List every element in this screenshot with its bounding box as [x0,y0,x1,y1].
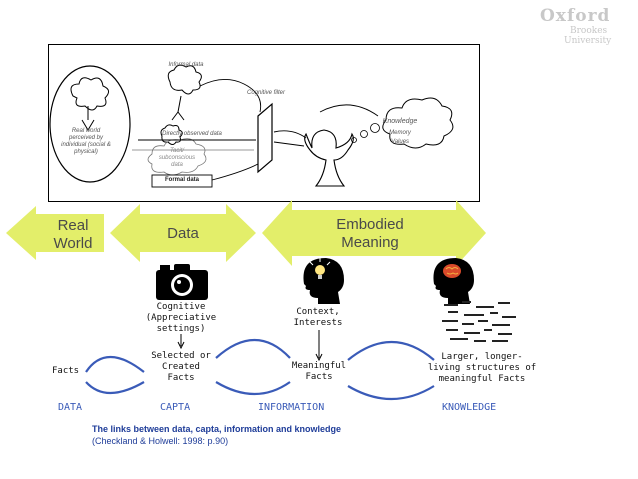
knowledge-label: Knowledge [382,118,418,125]
facts-to-selected-loop [85,356,145,394]
camera-icon [156,264,208,300]
filter-panel [257,102,273,174]
data-band-label: Data [167,225,199,242]
stage-information: INFORMATION [258,402,325,413]
real-world-label: Real world perceived by individual (soci… [61,128,111,155]
values-label: Values [390,139,410,145]
larger-node: Larger, longer- living structures of mea… [427,352,537,384]
informal-data-label: Informal data [168,62,204,68]
memory-label: Memory [389,130,411,136]
to-person-arrow-2 [273,141,305,147]
stage-data: DATA [58,402,83,413]
thought-bubble-3 [370,123,380,133]
to-person-arrow [273,130,307,139]
selected-to-meaningful-loop [215,338,291,396]
sketch-drawing [49,64,454,188]
head-lightbulb-icon [303,258,344,304]
meaningful-node: Meaningful Facts [291,361,347,382]
caption-source: (Checkland & Holwell: 1998: p.90) [92,436,229,446]
logo-line-2: Brookes [570,26,608,36]
real-world-oval [49,65,131,183]
cognitive-node: Cognitive (Appreciative settings) [145,302,217,334]
formal-data-box [151,174,213,188]
logo-line-3: University [564,36,612,46]
person-figure [304,129,354,187]
selected-node: Selected or Created Facts [151,351,211,383]
embodied-arrow-shape [262,200,486,266]
flow-connectors [85,330,435,401]
context-down-arrow [315,330,323,362]
context-node: Context, Interests [293,307,343,328]
stage-knowledge: KNOWLEDGE [442,402,497,413]
cognitive-down-arrow [177,334,185,350]
facts-node: Facts [52,366,80,376]
directly-observed-label: Directly observed data [162,131,222,137]
word-cloud-icon [442,301,516,342]
embodied-band-label: Embodied Meaning [336,216,404,251]
university-logo: Oxford Brookes University [540,6,636,46]
observed-data-figure [160,124,183,145]
tacit-label: Tacit/ subconscious data [158,148,196,168]
formal-data-label: Formal data [164,177,199,183]
band-arrows [6,200,486,266]
cognitive-filter-label: Cognitive filter [246,90,285,96]
thought-bubble-2 [360,130,368,138]
head-brain-icon [433,258,474,304]
knowledge-arrow [319,104,379,117]
real-world-band-label: Real World [53,217,93,252]
tacit-cloud [147,138,207,176]
sketch-panel [48,44,480,202]
informal-arrow [199,79,262,113]
logo-line-1: Oxford [540,6,611,26]
informal-data-figure [167,64,202,121]
knowledge-cloud [382,97,454,149]
meaningful-to-knowledge-loop [347,341,435,401]
thought-bubble-1 [351,137,357,143]
real-world-arrow-shape [6,206,104,260]
real-world-figure [70,77,109,131]
data-arrow-shape [110,204,256,262]
stage-capta: CAPTA [160,402,191,413]
formal-arrow [211,163,259,181]
caption-title: The links between data, capta, informati… [92,424,342,434]
